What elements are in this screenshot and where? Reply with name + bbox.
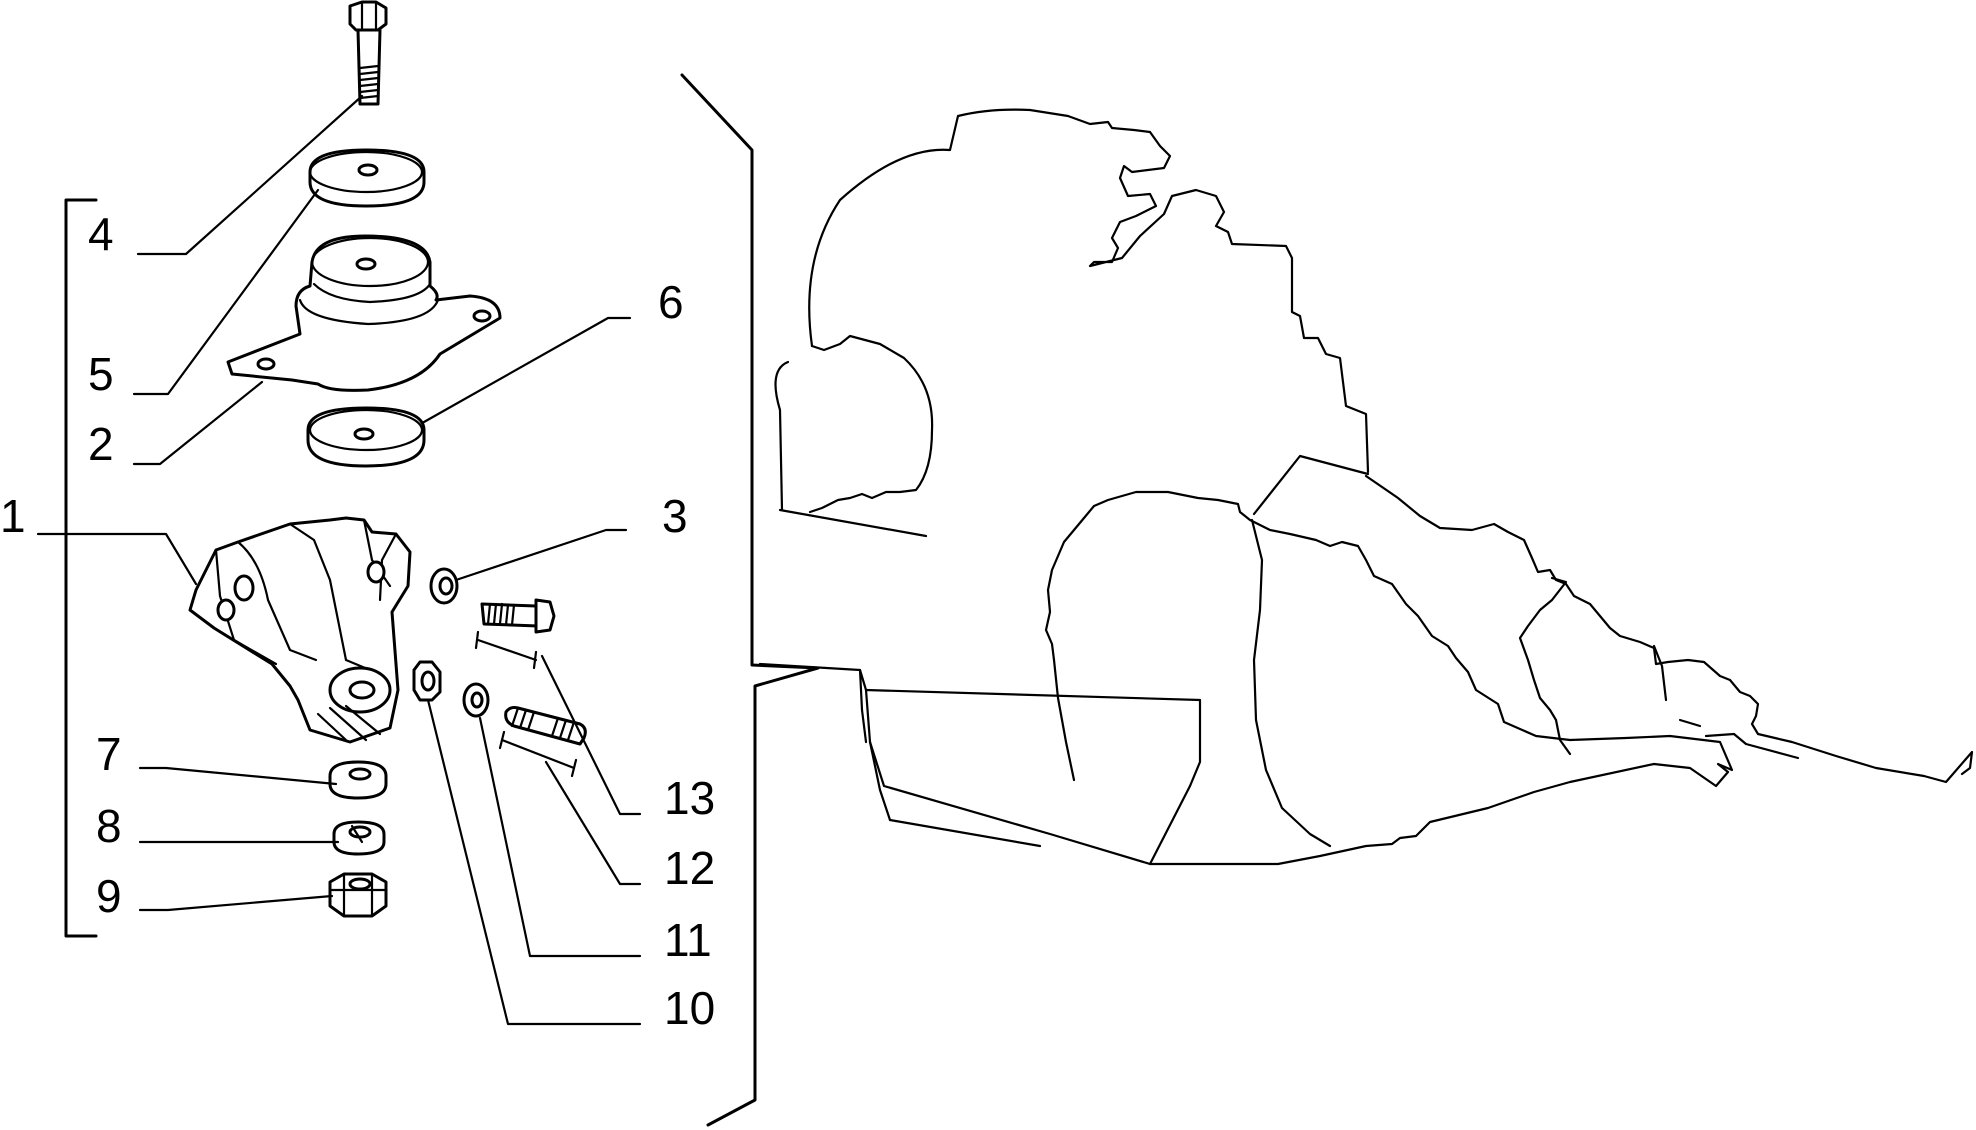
callout-9: 9: [96, 870, 122, 922]
nut-part-9: [328, 872, 388, 918]
callout-8: 8: [96, 800, 122, 852]
callout-2: 2: [88, 418, 114, 470]
leader-lines: [36, 94, 642, 1026]
bolt-part-4: [348, 0, 388, 106]
callout-10: 10: [664, 982, 715, 1034]
washer-part-7: [328, 760, 388, 800]
washer-part-6: [306, 406, 426, 468]
callout-4: 4: [88, 208, 114, 260]
rubber-mount-part-2: [226, 234, 502, 392]
callout-3: 3: [662, 490, 688, 542]
callout-5: 5: [88, 348, 114, 400]
group-bracket: [64, 198, 98, 938]
washer-part-11: [462, 682, 490, 718]
washer-part-3: [429, 567, 459, 605]
assembly-bracket: [680, 73, 820, 1127]
gearbox-illustration: [758, 108, 1974, 866]
callout-6: 6: [658, 276, 684, 328]
callout-12: 12: [664, 842, 715, 894]
washer-part-5: [308, 148, 426, 208]
support-bracket-part-1: [188, 516, 412, 744]
callout-7: 7: [96, 728, 122, 780]
spring-washer-part-8: [332, 820, 386, 856]
callout-1: 1: [0, 490, 26, 542]
stud-part-12: [504, 706, 587, 746]
callout-labels: 4 5 2 6 1 3 7 8 9 13 12 11 10: [0, 208, 715, 1034]
dimension-arrow-12: [498, 730, 578, 778]
callout-11: 11: [664, 914, 712, 966]
dimension-arrow-13: [474, 630, 538, 670]
callout-13: 13: [664, 772, 715, 824]
bolt-part-13: [480, 598, 556, 634]
nut-part-10: [412, 660, 442, 702]
